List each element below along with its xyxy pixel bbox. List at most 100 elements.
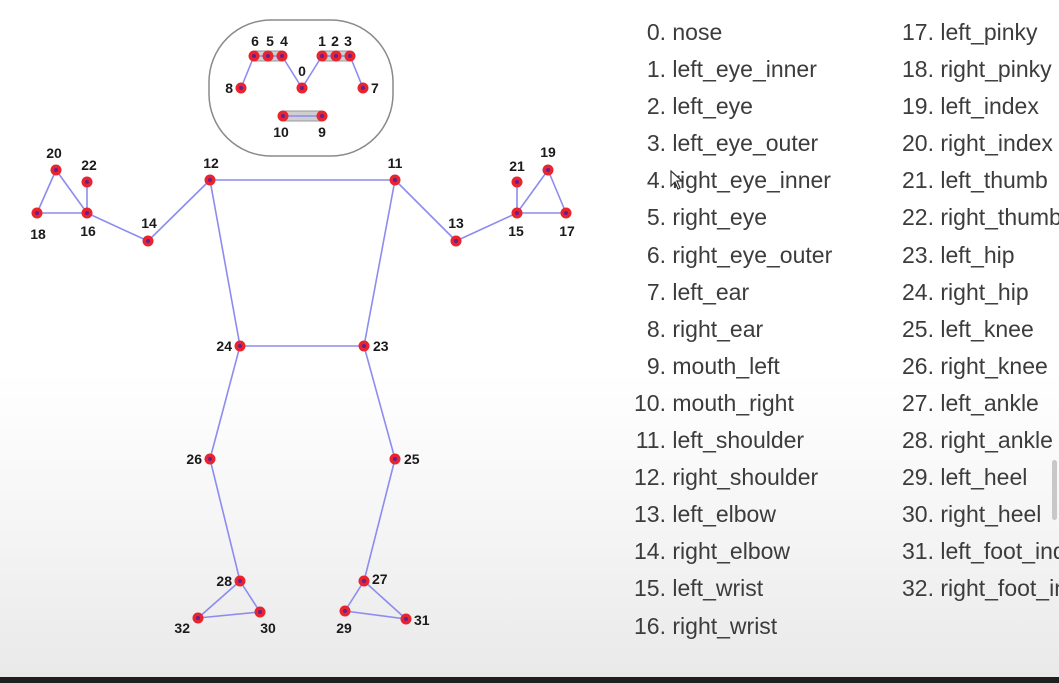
bottom-border: [0, 677, 1059, 683]
legend-number: 9.: [646, 352, 666, 379]
legend-item: 10. mouth_right: [620, 385, 832, 422]
bone-16-20: [55, 169, 88, 214]
bone-12-24: [209, 179, 241, 347]
keypoint-core-17: [564, 211, 568, 215]
keypoint-label-30: 30: [260, 620, 276, 636]
legend-name: left_wrist: [672, 575, 764, 602]
legend-name: left_eye_inner: [672, 56, 817, 83]
legend-item: 23. left_hip: [890, 237, 1059, 274]
keypoint-core-6: [252, 54, 256, 58]
bone-0-1: [301, 55, 323, 89]
keypoint-core-25: [393, 457, 397, 461]
legend-name: right_heel: [940, 501, 1042, 528]
legend-name: right_index: [940, 130, 1053, 157]
bone-11-13: [394, 179, 457, 242]
bone-14-16: [86, 212, 149, 242]
keypoint-label-15: 15: [508, 223, 524, 239]
legend-name: right_eye_inner: [672, 167, 831, 194]
keypoint-label-9: 9: [318, 124, 326, 140]
keypoint-label-5: 5: [266, 33, 274, 49]
legend-number: 7.: [646, 278, 666, 305]
keypoint-label-31: 31: [414, 612, 430, 628]
legend-item: 18. right_pinky: [890, 51, 1059, 88]
keypoint-label-21: 21: [509, 158, 525, 174]
bone-28-32: [197, 580, 241, 619]
keypoint-label-23: 23: [373, 338, 389, 354]
legend-number: 3.: [646, 130, 666, 157]
keypoint-label-4: 4: [280, 33, 288, 49]
legend-number: 1.: [646, 56, 666, 83]
keypoint-core-26: [208, 457, 212, 461]
bone-11-23: [363, 179, 396, 347]
bone-3-7: [349, 55, 364, 89]
legend-name: left_hip: [940, 241, 1015, 268]
bone-15-19: [516, 169, 549, 214]
legend-number: 20.: [902, 130, 934, 157]
keypoint-label-27: 27: [372, 571, 388, 587]
legend-number: 26.: [902, 352, 934, 379]
legend-item: 27. left_ankle: [890, 385, 1059, 422]
legend-number: 21.: [902, 167, 934, 194]
keypoint-core-29: [343, 609, 347, 613]
keypoint-label-29: 29: [336, 620, 352, 636]
keypoint-core-14: [146, 239, 150, 243]
legend-name: right_foot_index: [940, 575, 1059, 602]
legend-item: 12. right_shoulder: [620, 459, 832, 496]
legend-name: left_pinky: [940, 19, 1038, 45]
keypoint-core-31: [404, 617, 408, 621]
keypoint-core-7: [361, 86, 365, 90]
keypoint-core-18: [35, 211, 39, 215]
legend-number: 22.: [902, 204, 934, 231]
legend-name: left_ankle: [940, 389, 1039, 416]
keypoint-core-23: [362, 344, 366, 348]
legend-name: right_eye_outer: [672, 241, 833, 268]
scrollbar[interactable]: [1052, 460, 1057, 520]
keypoint-label-11: 11: [388, 155, 403, 171]
bone-29-31: [344, 610, 407, 620]
legend-number: 29.: [902, 464, 934, 491]
bone-13-15: [455, 212, 518, 242]
legend-item: 13. left_elbow: [620, 496, 832, 533]
legend-item: 2. left_eye: [620, 88, 832, 125]
keypoint-core-1: [320, 54, 324, 58]
legend-item: 11. left_shoulder: [620, 422, 832, 459]
legend-number: 27.: [902, 389, 934, 416]
legend-name: left_shoulder: [672, 427, 805, 454]
legend-name: left_foot_index: [940, 538, 1059, 565]
legend-name: right_knee: [940, 352, 1048, 379]
bone-28-30: [239, 580, 261, 613]
legend-number: 24.: [902, 278, 934, 305]
keypoint-core-19: [546, 168, 550, 172]
legend-number: 31.: [902, 538, 934, 565]
keypoint-core-2: [334, 54, 338, 58]
bone-6-8: [240, 55, 255, 89]
legend-number: 25.: [902, 315, 934, 342]
legend-number: 15.: [634, 575, 666, 602]
keypoint-label-25: 25: [404, 451, 420, 467]
bone-30-32: [197, 611, 261, 619]
keypoint-label-3: 3: [344, 33, 352, 49]
legend-item: 24. right_hip: [890, 274, 1059, 311]
legend-number: 23.: [902, 241, 934, 268]
keypoint-label-14: 14: [141, 215, 157, 231]
bone-0-4: [281, 55, 303, 89]
legend-item: 16. right_wrist: [620, 608, 832, 645]
keypoint-label-8: 8: [225, 80, 233, 96]
keypoint-core-22: [85, 180, 89, 184]
keypoint-label-13: 13: [448, 215, 464, 231]
legend-number: 28.: [902, 427, 934, 454]
keypoint-core-15: [515, 211, 519, 215]
legend-number: 30.: [902, 501, 934, 528]
keypoint-label-1: 1: [318, 33, 326, 49]
bone-12-14: [147, 179, 211, 242]
keypoint-core-28: [238, 579, 242, 583]
legend-item: 21. left_thumb: [890, 162, 1059, 199]
legend-name: left_ear: [672, 278, 750, 305]
keypoint-core-0: [300, 86, 304, 90]
legend-name: right_pinky: [940, 56, 1052, 83]
legend-item: 6. right_eye_outer: [620, 237, 832, 274]
keypoint-core-10: [281, 114, 285, 118]
